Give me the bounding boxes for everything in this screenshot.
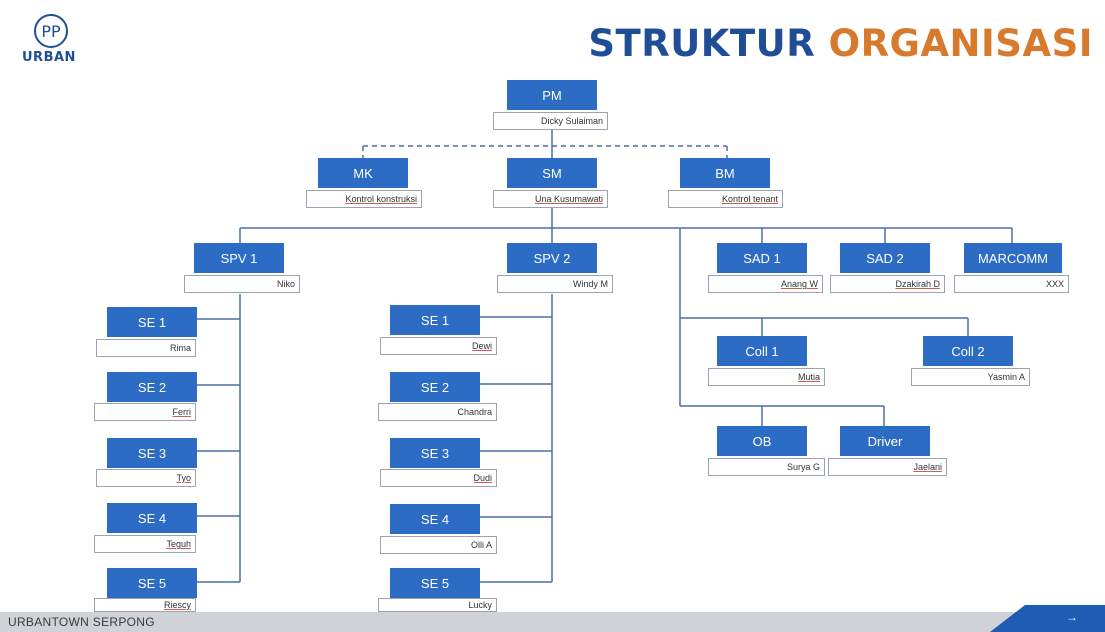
logo-name: URBAN <box>22 50 76 65</box>
node-name-sm: Una Kusumawati <box>493 190 608 208</box>
node-name-marcomm: XXX <box>954 275 1069 293</box>
node-role-coll1: Coll 1 <box>717 336 807 366</box>
node-name-se2a: Ferri <box>94 403 196 421</box>
connector-spv1-se-stubs <box>196 318 240 583</box>
node-name-se5a: Riescy <box>94 598 196 612</box>
node-role-coll2: Coll 2 <box>923 336 1013 366</box>
node-role-se4b: SE 4 <box>390 504 480 534</box>
node-name-se4b: Olli A <box>380 536 497 554</box>
node-name-mk: Kontrol konstruksi <box>306 190 422 208</box>
connector-pm-mk-bm <box>362 145 728 158</box>
node-name-se4a: Teguh <box>94 535 196 553</box>
footer-bar <box>0 612 1105 632</box>
node-name-se1a: Rima <box>96 339 196 357</box>
node-name-se5b: Lucky <box>378 598 497 612</box>
connector-coll <box>680 317 969 336</box>
node-role-driver: Driver <box>840 426 930 456</box>
node-name-se3a: Tyo <box>96 469 196 487</box>
node-role-bm: BM <box>680 158 770 188</box>
node-name-pm: Dicky Sulaiman <box>493 112 608 130</box>
node-name-coll1: Mutia <box>708 368 825 386</box>
node-role-se2b: SE 2 <box>390 372 480 402</box>
node-role-se3b: SE 3 <box>390 438 480 468</box>
node-name-sad1: Anang W <box>708 275 823 293</box>
node-role-sad2: SAD 2 <box>840 243 930 273</box>
node-role-se1a: SE 1 <box>107 307 197 337</box>
title-part-2: ORGANISASI <box>828 22 1093 65</box>
node-role-spv1: SPV 1 <box>194 243 284 273</box>
node-name-ob: Surya G <box>708 458 825 476</box>
node-name-driver: Jaelani <box>828 458 947 476</box>
node-name-bm: Kontrol tenant <box>668 190 783 208</box>
node-role-ob: OB <box>717 426 807 456</box>
logo-mark: PP <box>41 21 61 41</box>
arrow-icon: → <box>1066 610 1078 624</box>
node-role-mk: MK <box>318 158 408 188</box>
node-role-pm: PM <box>507 80 597 110</box>
connector-ob-driver <box>680 405 885 426</box>
node-role-se3a: SE 3 <box>107 438 197 468</box>
page-title: STRUKTUR ORGANISASI <box>588 22 1093 65</box>
title-part-1: STRUKTUR <box>588 22 816 65</box>
node-role-sm: SM <box>507 158 597 188</box>
node-name-se1b: Dewi <box>380 337 497 355</box>
node-name-sad2: Dzakirah D <box>830 275 945 293</box>
node-role-marcomm: MARCOMM <box>964 243 1062 273</box>
node-name-coll2: Yasmin A <box>911 368 1030 386</box>
node-role-se5b: SE 5 <box>390 568 480 598</box>
node-role-se2a: SE 2 <box>107 372 197 402</box>
node-role-se5a: SE 5 <box>107 568 197 598</box>
pp-logo-icon: PP <box>34 14 68 48</box>
connector-spv2-se-stubs <box>479 316 552 583</box>
node-name-spv1: Niko <box>184 275 300 293</box>
footer-text: URBANTOWN SERPONG <box>8 615 155 629</box>
node-name-spv2: Windy M <box>497 275 613 293</box>
node-name-se2b: Chandra <box>378 403 497 421</box>
node-role-spv2: SPV 2 <box>507 243 597 273</box>
node-name-se3b: Dudi <box>380 469 497 487</box>
node-role-sad1: SAD 1 <box>717 243 807 273</box>
node-role-se1b: SE 1 <box>390 305 480 335</box>
node-role-se4a: SE 4 <box>107 503 197 533</box>
